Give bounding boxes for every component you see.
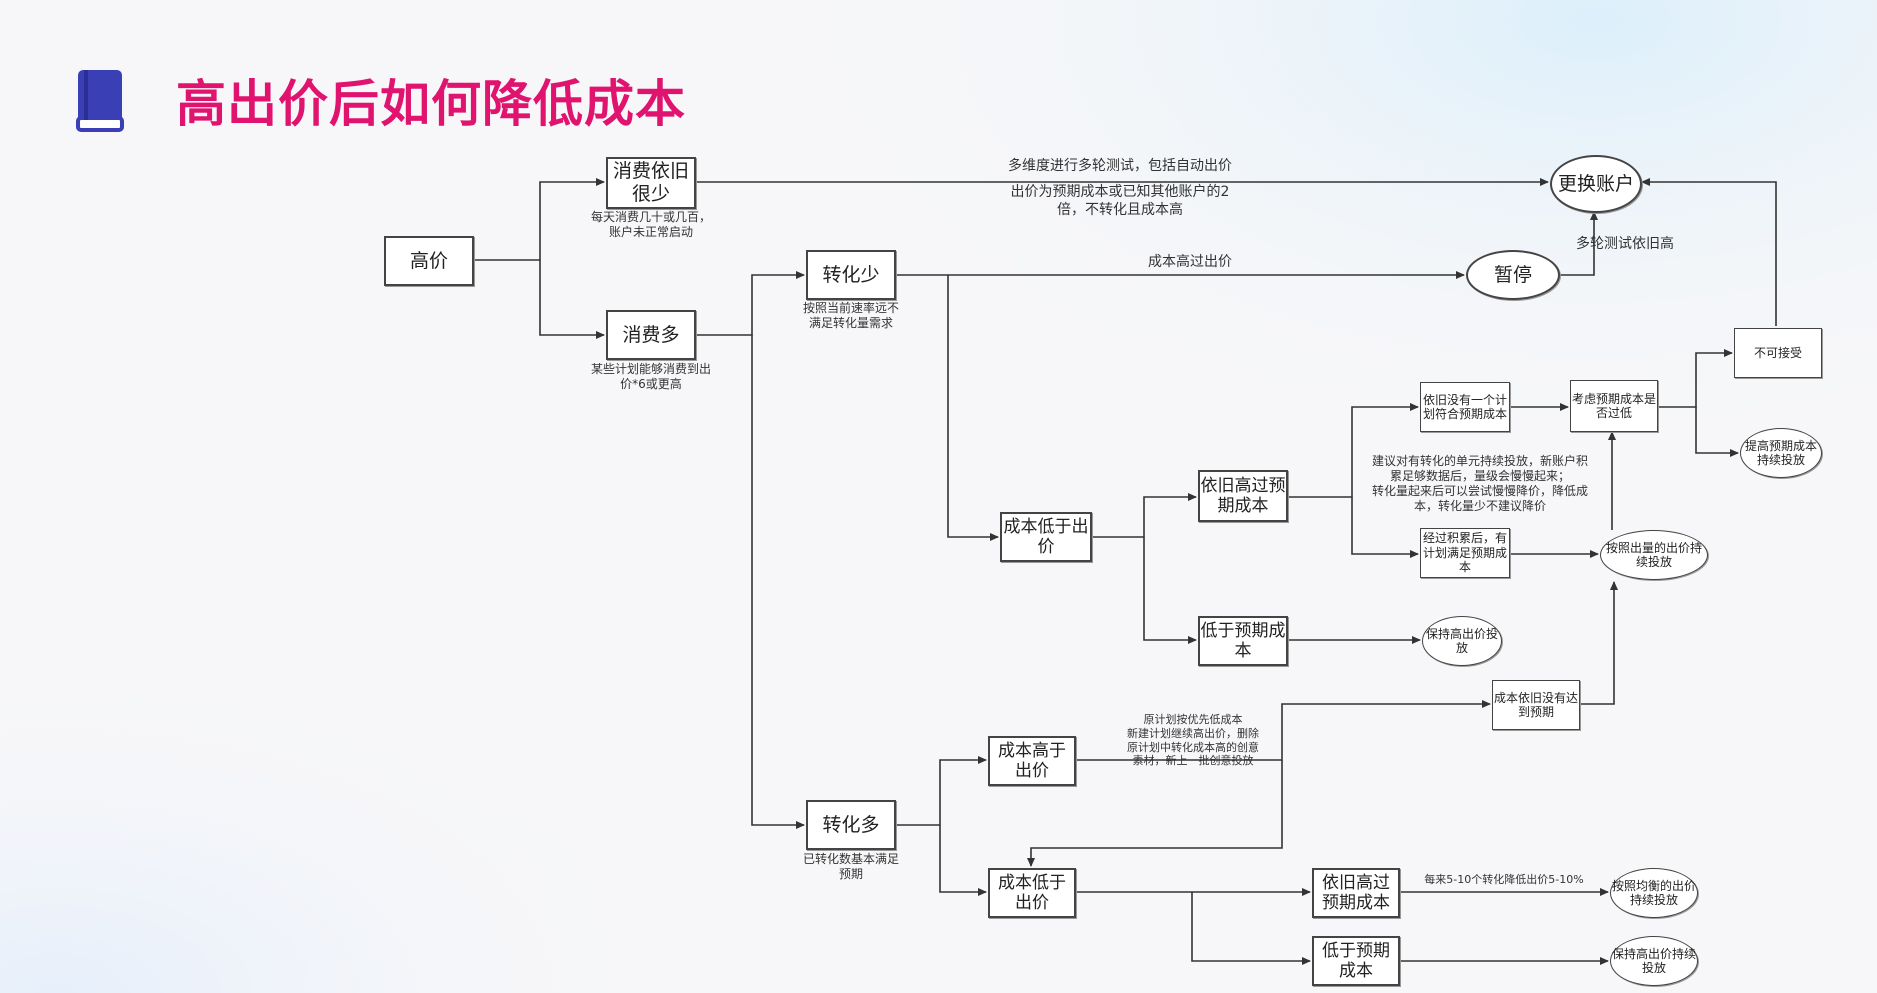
node-high-spend: 消费多 — [606, 310, 696, 360]
edge-label-multi-test: 多维度进行多轮测试，包括自动出价 — [1008, 158, 1232, 174]
conv-low-note: 按照当前速率远不 满足转化量需求 — [802, 301, 899, 330]
node-after-accumulate: 经过积累后，有计划满足预期成本 — [1420, 528, 1510, 578]
node-still-above-b: 依旧高过预期成本 — [1312, 868, 1400, 918]
node-below-expected-a: 低于预期成本 — [1198, 616, 1288, 666]
node-switch-account: 更换账户 — [1550, 155, 1642, 213]
node-high-bid: 高价 — [384, 236, 474, 286]
page-title: 高出价后如何降低成本 — [176, 75, 686, 133]
suggest-note: 建议对有转化的单元持续投放，新账户积 累足够数据后，量级会慢慢起来； 转化量起来… — [1371, 454, 1588, 513]
edge-label-still-high: 多轮测试依旧高 — [1576, 236, 1674, 252]
node-still-above-a: 依旧高过预期成本 — [1198, 470, 1288, 522]
book-icon — [76, 70, 124, 132]
node-cost-below-bid-b: 成本低于出价 — [988, 868, 1076, 918]
node-below-expected-b: 低于预期成本 — [1312, 936, 1400, 986]
node-conv-low: 转化少 — [806, 250, 896, 300]
node-cost-above-bid: 成本高于出价 — [988, 736, 1076, 786]
node-cost-below-bid-a: 成本低于出价 — [1000, 512, 1092, 562]
edge-label-bid-double: 出价为预期成本或已知其他账户的2 倍，不转化且成本高 — [1010, 184, 1230, 218]
node-pause: 暂停 — [1466, 250, 1560, 300]
node-no-plan-meets: 依旧没有一个计划符合预期成本 — [1420, 382, 1510, 432]
high-spend-note: 某些计划能够消费到出 价*6或更高 — [590, 362, 711, 391]
node-keep-high-a: 保持高出价投放 — [1422, 616, 1502, 666]
per-conv-note: 每来5-10个转化降低出价5-10% — [1424, 873, 1584, 886]
cost-above-note: 原计划按优先低成本 新建计划继续高出价，删除 原计划中转化成本高的创意 素材，新… — [1127, 713, 1259, 768]
node-balanced-bid: 按照均衡的出价持续投放 — [1610, 868, 1698, 918]
node-consider-low: 考虑预期成本是否过低 — [1570, 380, 1658, 432]
edge-label-cost-over: 成本高过出价 — [1148, 254, 1232, 270]
page-header — [74, 66, 128, 136]
node-cost-still-unmet: 成本依旧没有达到预期 — [1492, 680, 1580, 730]
low-spend-note: 每天消费几十或几百， 账户未正常启动 — [590, 210, 711, 239]
node-conv-high: 转化多 — [806, 800, 896, 850]
node-unacceptable: 不可接受 — [1734, 328, 1822, 378]
node-raise-expected: 提高预期成本持续投放 — [1740, 428, 1822, 478]
node-keep-high-b: 保持高出价持续投放 — [1610, 936, 1698, 986]
conv-high-note: 已转化数基本满足 预期 — [802, 852, 899, 881]
node-low-spend: 消费依旧很少 — [606, 157, 696, 209]
node-keep-by-volume: 按照出量的出价持续投放 — [1600, 530, 1708, 580]
